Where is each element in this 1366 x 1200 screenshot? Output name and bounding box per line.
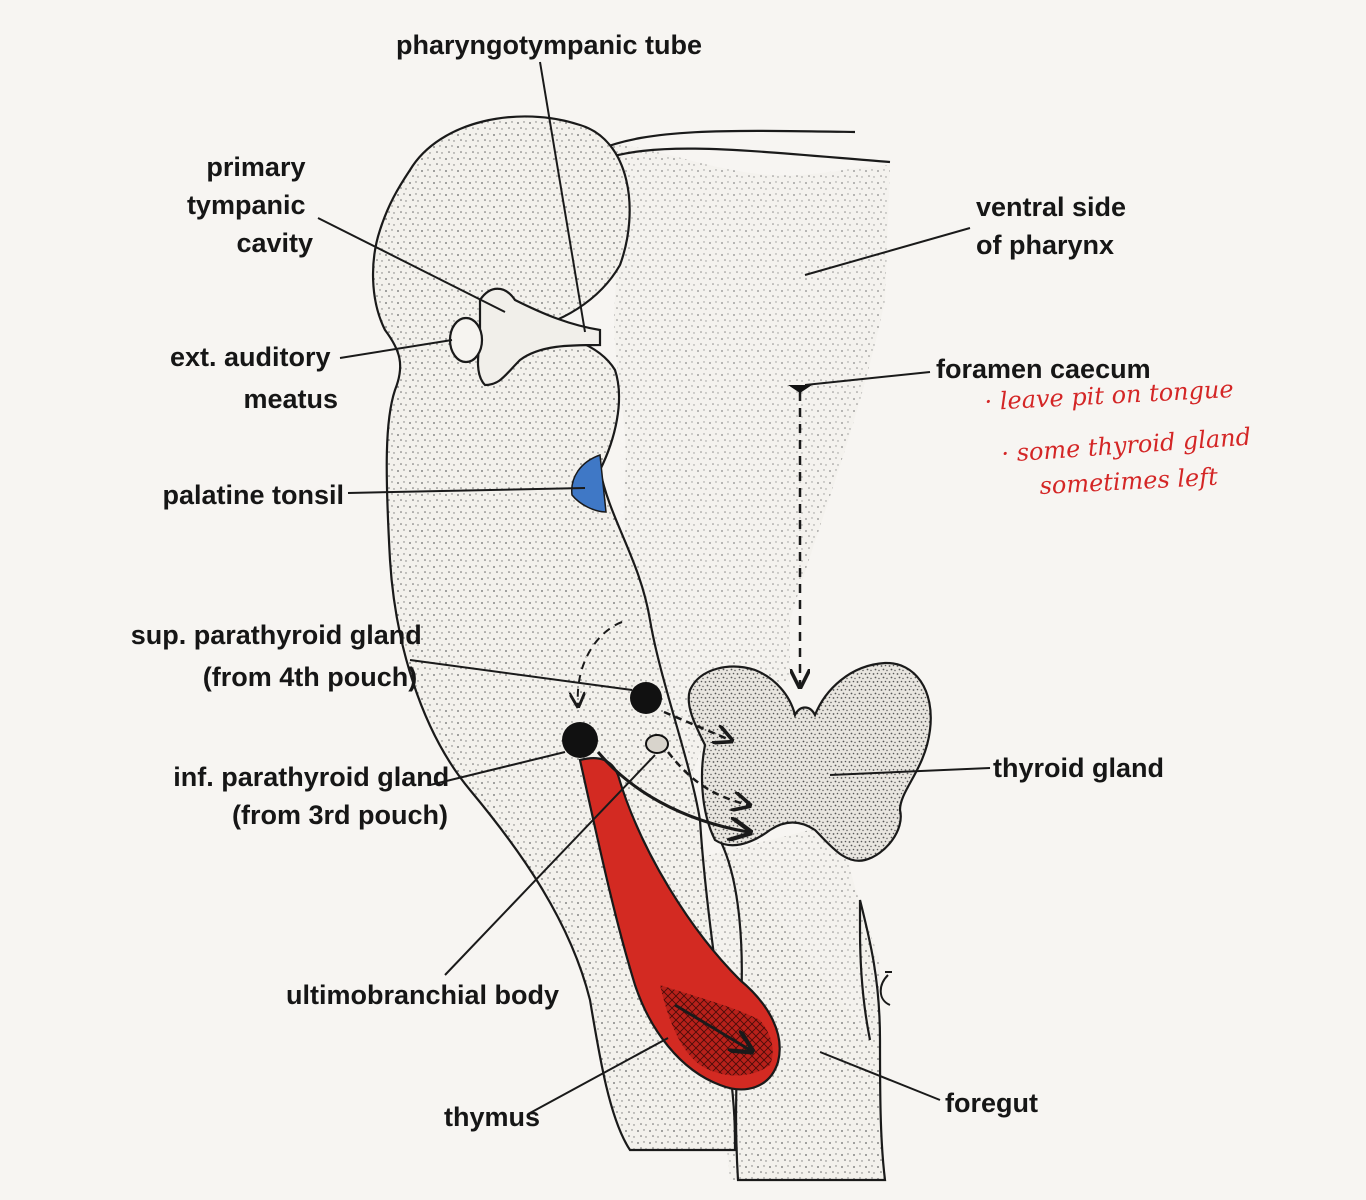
label-ext-auditory-meatus-line2: meatus <box>243 384 338 414</box>
leader-primary-tympanic-cavity <box>317 217 506 313</box>
label-primary-tympanic-cavity-line1: primary <box>206 152 305 182</box>
annotation-sometimes-left: sometimes left <box>1039 463 1219 500</box>
label-primary-tympanic-cavity-line2: tympanic <box>187 190 306 220</box>
label-primary-tympanic-cavity-line3: cavity <box>236 228 313 258</box>
label-foramen-caecum: foramen caecum <box>936 354 1151 384</box>
pharyngotympanic-tube-shape <box>476 287 602 387</box>
label-sup-parathyroid-gland: sup. parathyroid gland (from 4th pouch) <box>131 620 430 692</box>
pharynx-wall-outline-inner <box>599 147 891 164</box>
annotation-some-thyroid: · some thyroid gland <box>1000 423 1251 468</box>
pharynx-wall <box>600 144 890 1181</box>
leader-thyroid-gland <box>829 767 991 776</box>
label-sup-parathyroid-line2: (from 4th pouch) <box>203 662 417 692</box>
foregut-small-mark <box>879 971 892 1006</box>
leader-foramen-caecum <box>804 371 931 386</box>
label-ext-auditory-meatus-line1: ext. auditory <box>170 342 331 372</box>
label-inf-parathyroid-gland: inf. parathyroid gland (from 3rd pouch) <box>173 762 457 830</box>
label-pharyngotympanic-tube: pharyngotympanic tube <box>396 30 702 60</box>
leader-thymus <box>529 1037 669 1114</box>
label-thymus: thymus <box>444 1102 540 1132</box>
ext-auditory-meatus-shape <box>448 316 484 364</box>
label-inf-parathyroid-line1: inf. parathyroid gland <box>173 762 449 792</box>
ultimobranchial-to-thyroid-arrow <box>667 751 748 805</box>
leader-sup-parathyroid-gland <box>409 659 633 691</box>
leader-foregut <box>819 1051 941 1101</box>
leader-ext-auditory-meatus <box>339 339 453 359</box>
inf-parathyroid-to-thyroid-arrow <box>596 751 748 832</box>
pharynx-wall-outline <box>597 129 856 152</box>
label-ext-auditory-meatus: ext. auditory meatus <box>170 342 338 414</box>
sup-parathyroid-origin-arrow <box>578 621 623 705</box>
label-ventral-side-line2: of pharynx <box>976 230 1114 260</box>
label-ventral-side-line1: ventral side <box>976 192 1126 222</box>
label-palatine-tonsil: palatine tonsil <box>162 480 344 510</box>
thymus-migration-arrow <box>674 1003 750 1050</box>
leader-pharyngotympanic-tube <box>539 61 586 333</box>
leader-ventral-side-of-pharynx <box>804 227 971 276</box>
ultimobranchial-body-dot <box>645 734 669 754</box>
thymus-shape <box>578 757 781 1091</box>
inf-parathyroid-gland-dot <box>562 722 598 758</box>
label-primary-tympanic-cavity: primary tympanic cavity <box>187 152 313 258</box>
foramen-caecum-marker <box>788 385 812 393</box>
sup-parathyroid-gland-dot <box>630 682 662 714</box>
label-ultimobranchial-body: ultimobranchial body <box>286 980 559 1010</box>
leader-ultimobranchial-body <box>444 754 656 976</box>
label-sup-parathyroid-line1: sup. parathyroid gland <box>131 620 422 650</box>
label-inf-parathyroid-line2: (from 3rd pouch) <box>232 800 448 830</box>
leader-inf-parathyroid-gland <box>429 751 566 786</box>
leader-palatine-tonsil <box>347 487 586 494</box>
palatine-tonsil-shape <box>571 453 607 513</box>
label-ventral-side-of-pharynx: ventral side of pharynx <box>976 192 1134 260</box>
label-foregut: foregut <box>945 1088 1038 1118</box>
label-thyroid-gland: thyroid gland <box>993 753 1164 783</box>
